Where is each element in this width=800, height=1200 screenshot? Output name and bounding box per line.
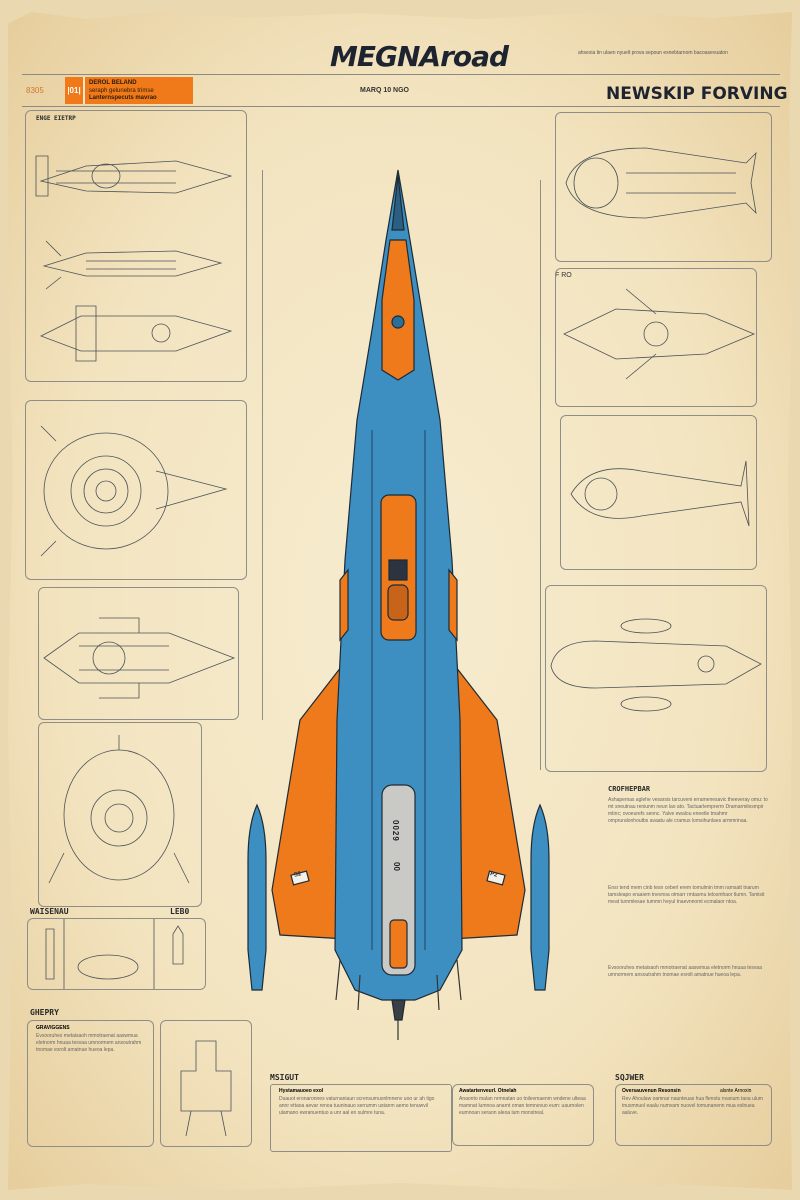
right-pod [530,803,550,991]
saucer-schematic [40,425,228,557]
connector-line [540,180,541,770]
specs-text: Evsooruhes metaisaoh mmotraenat aaswmua … [36,1033,142,1053]
right-bottom-panel: Oversauvenun Resonsin alsnte Arnoxin Rev… [615,1084,772,1146]
insight-text: Duauot eronaronnes vaturnaniaun scrensum… [279,1096,435,1116]
header-center-label: MARQ 10 NGO [360,87,410,94]
engine-panel-label: ENGE EIETRP [36,115,76,122]
nose-orange-panel [381,239,415,381]
side-schematic-panel-2 [38,587,239,720]
header-code: 8305 [26,86,44,95]
specs-heading: GRAVIGGENS [36,1025,70,1031]
description-title: CROFHEPBAR [608,785,651,793]
description-paragraph-3: Evsooruhes metaisaoh mmotraenat aaswmua … [608,965,762,978]
right-bottom-text: Rev Ahoulaw oamnar naunteuas hua flenotu… [622,1096,763,1116]
right-bottom-heading: Oversauvenun Resonsin [622,1088,681,1094]
insight-label: MSIGUT [270,1073,299,1082]
rear-view-schematic [180,1040,232,1137]
rear-view-panel [160,1020,252,1147]
insight-panel: Hystamauoeo exol Duauot eronaronnes vatu… [270,1084,452,1152]
right-section-label: F RO [555,272,572,279]
section-label-a: WAISENAU [30,907,69,916]
header-orange-label: |01| DEROL BELAND seraph gelunebra trims… [65,77,193,104]
mid-text: Anaonto malan nrmnatan uo tnilevmaenm wn… [459,1096,586,1116]
pod-ship-schematic [565,147,757,219]
orange-tab: |01| [65,77,85,104]
cruiser-schematic [43,617,236,699]
mid-heading: Awatartenveurl. Otnelah [459,1088,517,1094]
right-schematic-panel-3 [560,415,757,570]
mid-info-panel: Awatartenveurl. Otnelah Anaonto malan nr… [452,1084,594,1146]
top-right-note: ahsexia tin ulaen nyuelt prova sepoun es… [578,50,728,56]
shuttle-schematic [570,460,750,527]
orange-line-3: Lanternspecuts mavrao [89,95,157,101]
description-paragraph-1: Ashapemas aglehe vesarsis tarcuveni erra… [608,797,768,824]
mini-views-panel [27,918,206,990]
description-block: CROFHEPBAR Ashapemas aglehe vesarsis tar… [608,785,768,1045]
connector-line [262,170,263,720]
front-view-schematic [48,735,190,884]
mini-views-schematic [45,919,184,989]
specs-label: GHEPRY [30,1008,59,1017]
header-rule-bottom [22,106,780,107]
left-pod [247,803,267,991]
header-right-title: NEWSKIP FORVING [606,84,788,104]
fighter-schematic [563,288,756,380]
front-schematic-panel [38,722,202,907]
engine-schematic-panel: ENGE EIETRP [25,110,247,382]
right-schematic-panel-2 [555,268,757,407]
freighter-schematic [550,618,762,712]
specs-panel: GRAVIGGENS Evsooruhes metaisaoh mmotraen… [27,1020,154,1147]
description-paragraph-2: Ensr tend mem cinb tesn ceberl erem tomu… [608,885,765,905]
insight-heading: Hystamauoeo exol [279,1088,324,1094]
side-view-schematics [35,155,233,362]
right-bottom-tag: alsnte Arnoxin [720,1088,752,1094]
poster-title: MEGNAroad [330,40,509,73]
starship-illustration [247,169,550,1040]
right-schematic-panel-1 [555,112,772,262]
right-bottom-label: SQJWER [615,1073,644,1082]
right-schematic-panel-4 [545,585,767,772]
orange-line-2: seraph gelunebra trimse [89,88,154,94]
header-rule-top [22,74,780,75]
top-view-schematic-panel [25,400,247,580]
hull-marking-lower: 00 [392,862,401,871]
orange-line-1: DEROL BELAND [89,80,137,86]
hull-marking-number: 0029 [391,820,400,842]
section-label-b: LEB0 [170,907,190,916]
